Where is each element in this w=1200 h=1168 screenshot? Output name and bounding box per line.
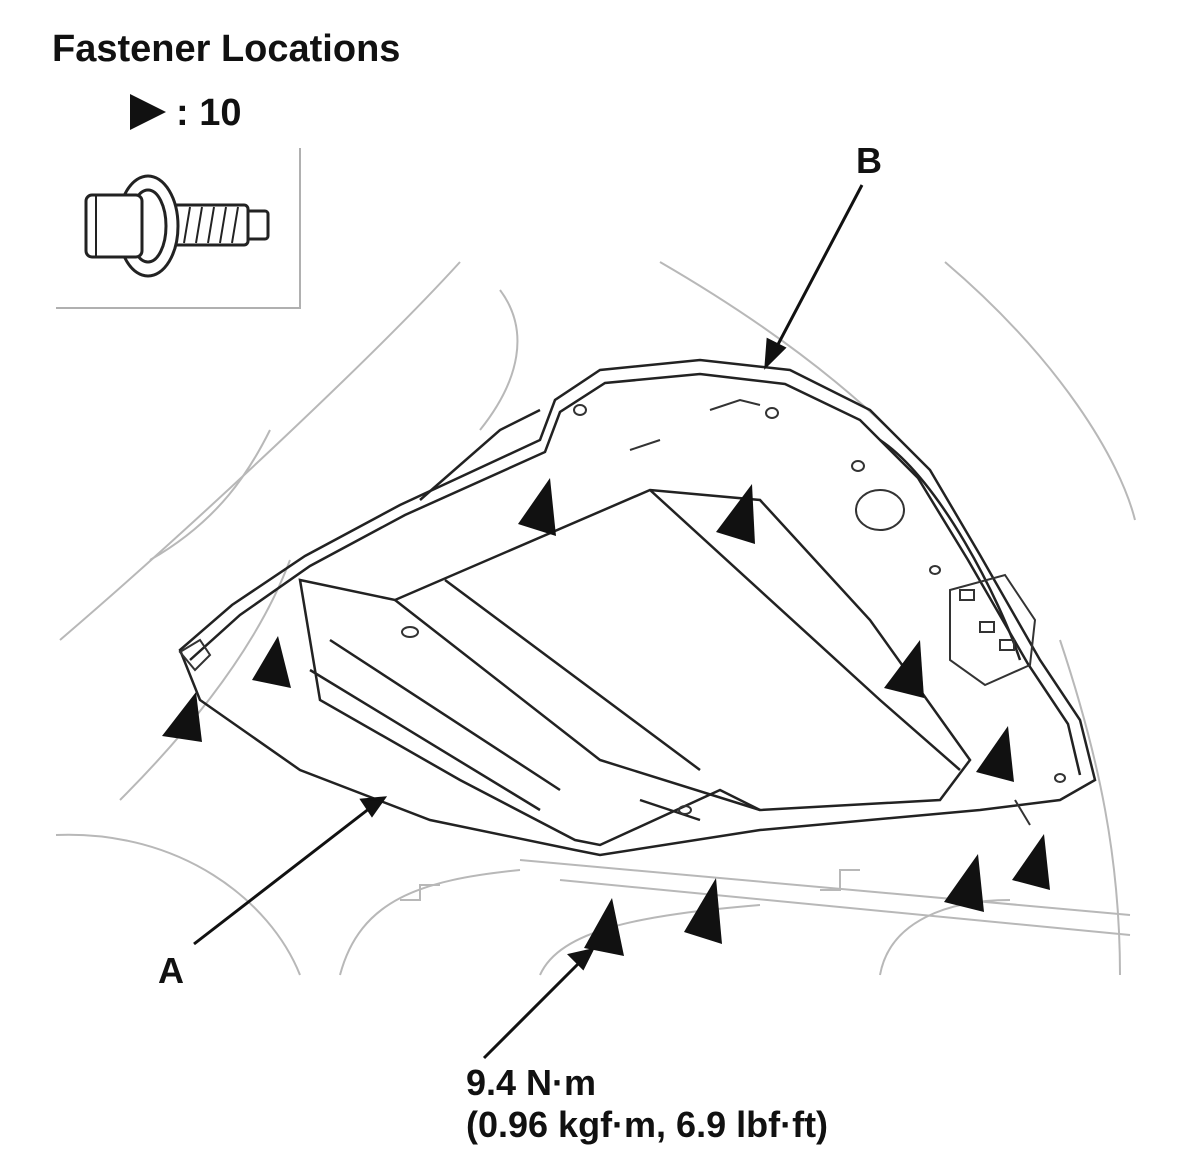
torque-arrowhead bbox=[567, 947, 595, 971]
callout-b-leader bbox=[772, 184, 864, 353]
torque-spec-metric: 9.4 N·m bbox=[466, 1062, 597, 1103]
callout-a-arrowhead bbox=[359, 796, 388, 818]
fastener-markers bbox=[162, 478, 1050, 956]
fastener-marker bbox=[884, 640, 924, 698]
fastener-marker bbox=[716, 484, 755, 544]
torque-spec-conversions: (0.96 kgf·m, 6.9 lbf·ft) bbox=[466, 1104, 829, 1145]
legend-box bbox=[56, 148, 301, 309]
fastener-marker bbox=[162, 692, 202, 742]
fastener-marker bbox=[1012, 834, 1050, 890]
flange-bolt-icon bbox=[84, 174, 270, 278]
fastener-marker bbox=[518, 478, 556, 536]
page-title: Fastener Locations bbox=[52, 28, 401, 70]
fastener-marker bbox=[976, 726, 1014, 782]
fastener-marker bbox=[684, 878, 722, 944]
legend-fastener-count: : 10 bbox=[176, 92, 242, 134]
callout-label-a: A bbox=[158, 950, 184, 991]
callout-b-arrowhead bbox=[764, 337, 787, 370]
torque-spec: 9.4 N·m (0.96 kgf·m, 6.9 lbf·ft) bbox=[466, 1062, 828, 1146]
fastener-marker bbox=[584, 898, 624, 956]
tray-details bbox=[178, 398, 1066, 826]
callout-a-leader bbox=[193, 806, 371, 946]
under-cover-b bbox=[178, 358, 1097, 857]
fastener-marker bbox=[252, 636, 291, 688]
leader-arrows bbox=[193, 184, 864, 1060]
under-cover-a bbox=[298, 488, 972, 847]
fastener-marker bbox=[944, 854, 984, 912]
callout-label-b: B bbox=[856, 140, 882, 181]
torque-leader bbox=[482, 960, 582, 1060]
triangle-marker-icon bbox=[130, 94, 166, 130]
vehicle-body-background-lines bbox=[55, 261, 1136, 976]
